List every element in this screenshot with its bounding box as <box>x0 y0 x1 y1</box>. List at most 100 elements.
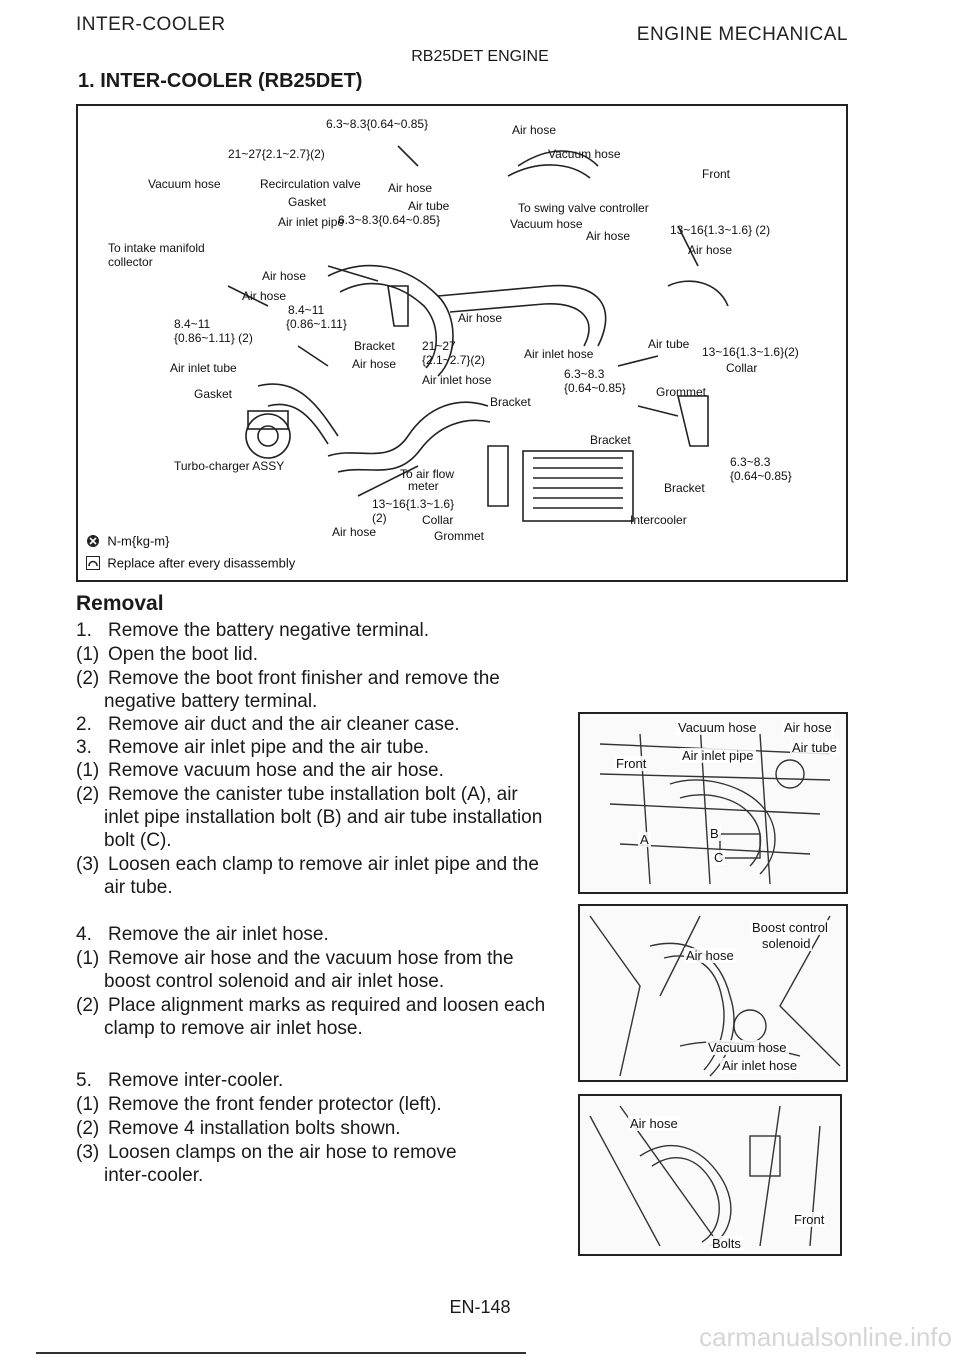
step-continuation: negative battery terminal. <box>104 691 318 712</box>
air-hose-label: Air hose <box>352 357 397 371</box>
torque-label: 6.3~8.3 <box>730 455 771 469</box>
intercooler-label: Intercooler <box>630 513 687 527</box>
recirculation-valve-label: Recirculation valve <box>260 177 361 191</box>
air-hose-label: Air hose <box>388 181 433 195</box>
collar-label: Collar <box>422 513 454 527</box>
step-item: (1)Open the boot lid. <box>76 644 258 665</box>
step-item: 5.Remove inter-cooler. <box>76 1070 284 1091</box>
step-item: (1)Remove vacuum hose and the air hose. <box>76 760 444 781</box>
header-center: RB25DET ENGINE <box>411 48 549 65</box>
air-hose-label: Air hose <box>458 311 503 325</box>
intercooler-diagram: 6.3~8.3{0.64~0.85} Air hose 21~27{2.1~2.… <box>76 104 848 582</box>
torque-label: 21~27{2.1~2.7}(2) <box>228 147 325 161</box>
bolt-b-label: B <box>708 826 721 841</box>
torque-label: {0.86~1.11} <box>286 317 347 331</box>
air-tube-label: Air tube <box>790 740 839 755</box>
section-title: 1. INTER-COOLER (RB25DET) <box>78 70 363 92</box>
vacuum-hose-label: Vacuum hose <box>148 177 221 191</box>
torque-label: 13~16{1.3~1.6} <box>372 497 455 511</box>
to-swing-valve-label: To swing valve controller <box>518 201 649 215</box>
torque-label: 13~16{1.3~1.6} (2) <box>670 223 771 237</box>
step-item: (1)Remove the front fender protector (le… <box>76 1094 442 1115</box>
header-left: INTER-COOLER <box>76 14 226 35</box>
step-item: (2)Place alignment marks as required and… <box>76 995 546 1016</box>
legend-replace: Replace after every disassembly <box>86 556 295 570</box>
step-item: 4.Remove the air inlet hose. <box>76 924 329 945</box>
step-item: (2)Remove the boot front finisher and re… <box>76 668 500 689</box>
air-flow-label: To air flow <box>400 467 455 481</box>
bracket-label: Bracket <box>664 481 705 495</box>
torque-label: 21~27 <box>422 339 456 353</box>
step-item: (3)Loosen clamps on the air hose to remo… <box>76 1142 457 1163</box>
photo-air-inlet-pipe: Vacuum hose Air hose Air tube Front Air … <box>578 712 848 894</box>
torque-label: {2.1~2.7}(2) <box>422 353 486 367</box>
torque-label: 6.3~8.3{0.64~0.85} <box>326 117 429 131</box>
torque-label: (2) <box>372 511 387 525</box>
photo-boost-control: Boost control solenoid Air hose Vacuum h… <box>578 904 848 1082</box>
step-item: 3.Remove air inlet pipe and the air tube… <box>76 737 430 758</box>
page-number: EN-148 <box>449 1297 511 1317</box>
bolts-label: Bolts <box>710 1236 743 1251</box>
meter-label: meter <box>408 479 439 493</box>
air-inlet-pipe-label: Air inlet pipe <box>680 748 756 763</box>
step-item: (2)Remove the canister tube installation… <box>76 784 518 805</box>
air-hose-label: Air hose <box>688 243 733 257</box>
watermark: carmanualsonline.info <box>699 1322 952 1352</box>
to-intake-label: To intake manifold <box>108 241 205 255</box>
turbo-label: Turbo-charger ASSY <box>174 459 285 473</box>
air-tube-label: Air tube <box>648 337 690 351</box>
torque-label: 6.3~8.3 <box>564 367 605 381</box>
torque-label: {0.64~0.85} <box>730 469 792 483</box>
step-continuation: inlet pipe installation bolt (B) and air… <box>104 807 543 828</box>
torque-label: {0.86~1.11} (2) <box>174 331 253 345</box>
boost-control-label: Boost control <box>750 920 830 935</box>
torque-label: 8.4~11 <box>174 317 211 331</box>
legend-replace-text: Replace after every disassembly <box>107 555 296 571</box>
collar-label: Collar <box>726 361 758 375</box>
bottom-rule <box>36 1352 526 1354</box>
legend-nm: N-m{kg-m} <box>86 534 169 548</box>
step-item: (3)Loosen each clamp to remove air inlet… <box>76 854 539 875</box>
step-continuation: clamp to remove air inlet hose. <box>104 1018 363 1039</box>
diagram-drawing <box>227 145 729 522</box>
air-inlet-hose-label: Air inlet hose <box>720 1058 800 1073</box>
photo-drawing <box>589 1105 821 1247</box>
collector-label: collector <box>108 255 153 269</box>
step-item: 1.Remove the battery negative terminal. <box>76 620 430 641</box>
air-hose-label: Air hose <box>262 269 307 283</box>
replace-part-icon <box>86 556 100 570</box>
torque-wrench-icon <box>86 534 100 548</box>
bracket-label: Bracket <box>354 339 395 353</box>
air-hose-label: Air hose <box>586 229 631 243</box>
bracket-label: Bracket <box>490 395 531 409</box>
bracket-label: Bracket <box>590 433 631 447</box>
air-inlet-hose-label: Air inlet hose <box>422 373 492 387</box>
torque-label: 13~16{1.3~1.6}(2) <box>702 345 799 359</box>
air-inlet-tube-label: Air inlet tube <box>170 361 237 375</box>
removal-title: Removal <box>76 592 164 615</box>
torque-label: 8.4~11 <box>288 303 325 317</box>
front-label: Front <box>702 167 731 181</box>
air-inlet-pipe-label: Air inlet pipe <box>278 215 345 229</box>
legend-nm-text: N-m{kg-m} <box>107 533 170 549</box>
vacuum-hose-label: Vacuum hose <box>676 720 759 735</box>
air-hose-label: Air hose <box>782 720 834 735</box>
step-item: (1)Remove air hose and the vacuum hose f… <box>76 948 514 969</box>
step-item: (2)Remove 4 installation bolts shown. <box>76 1118 401 1139</box>
solenoid-label: solenoid <box>760 936 813 951</box>
step-continuation: bolt (C). <box>104 830 172 851</box>
vacuum-hose-label: Vacuum hose <box>706 1040 789 1055</box>
air-hose-label: Air hose <box>242 289 287 303</box>
grommet-label: Grommet <box>656 385 707 399</box>
step-continuation: boost control solenoid and air inlet hos… <box>104 971 445 992</box>
front-label: Front <box>792 1212 827 1227</box>
step-item: 2.Remove air duct and the air cleaner ca… <box>76 714 460 735</box>
step-continuation: air tube. <box>104 877 173 898</box>
vacuum-hose-label: Vacuum hose <box>548 147 621 161</box>
grommet-label: Grommet <box>434 529 485 543</box>
bolt-c-label: C <box>712 850 726 865</box>
header-right: ENGINE MECHANICAL <box>636 24 848 45</box>
photo-intercooler-bolts: Air hose Front Bolts <box>578 1094 842 1256</box>
front-label: Front <box>614 756 649 771</box>
torque-label: 6.3~8.3{0.64~0.85} <box>338 213 441 227</box>
